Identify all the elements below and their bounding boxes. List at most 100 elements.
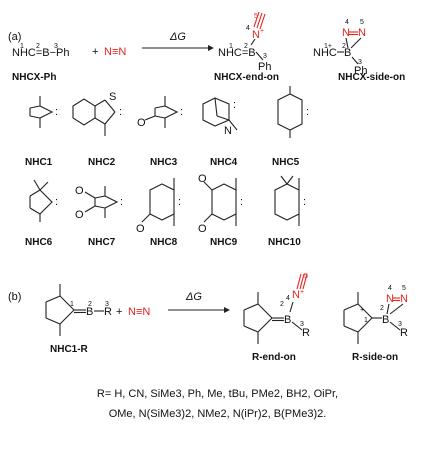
- svg-text:3: 3: [263, 53, 267, 60]
- svg-text::: :: [303, 196, 306, 208]
- svg-text:O: O: [75, 209, 84, 221]
- svg-text:O: O: [75, 185, 84, 197]
- svg-text:2: 2: [36, 43, 40, 50]
- svg-text:B: B: [382, 314, 389, 326]
- svg-text::: :: [55, 196, 58, 208]
- svg-text::: :: [233, 99, 236, 111]
- product-side-on-b-name: R-side-on: [352, 352, 398, 363]
- svg-text:+: +: [92, 46, 98, 58]
- svg-text:R: R: [400, 327, 408, 339]
- panel-a-tag: (a): [8, 31, 21, 43]
- svg-text:3: 3: [358, 59, 362, 66]
- svg-text:O: O: [137, 117, 146, 129]
- n2-a: N≡N: [104, 46, 126, 58]
- svg-text:N: N: [252, 29, 260, 41]
- svg-text:2: 2: [342, 43, 346, 50]
- svg-text:NHC: NHC: [313, 47, 337, 59]
- svg-text:5: 5: [254, 13, 258, 20]
- product-side-on-a-name: NHCX-side-on: [338, 72, 405, 83]
- svg-text::: :: [178, 196, 181, 208]
- panel-b-tag: (b): [8, 291, 21, 303]
- svg-text:5: 5: [360, 19, 364, 26]
- nhc7-label: NHC7: [88, 237, 116, 248]
- svg-text:4: 4: [345, 19, 349, 26]
- nhc1-label: NHC1: [25, 157, 53, 168]
- nhc1-structure: :: [29, 96, 58, 128]
- reactant-a-name: NHCX-Ph: [12, 72, 56, 83]
- nhc9-structure: O O :: [198, 173, 243, 235]
- svg-text:N: N: [358, 27, 366, 39]
- svg-text:N: N: [386, 293, 394, 305]
- svg-text:R: R: [104, 306, 112, 318]
- svg-text:2: 2: [244, 43, 248, 50]
- svg-text:4: 4: [246, 25, 250, 32]
- product-end-on-a-name: NHCX-end-on: [214, 72, 279, 83]
- svg-text:O: O: [198, 223, 207, 235]
- svg-text:+: +: [360, 307, 364, 314]
- reactant-b-name: NHC1-R: [50, 344, 89, 355]
- svg-text::: :: [180, 106, 183, 118]
- svg-text:N: N: [400, 293, 408, 305]
- svg-text::: :: [240, 196, 243, 208]
- product-side-on-b: + 1 2 B 4 5 N N 3 R: [343, 285, 408, 344]
- delta-g-a: ΔG: [169, 31, 186, 43]
- svg-text:O: O: [136, 223, 145, 235]
- svg-text:1: 1: [364, 317, 368, 324]
- nhc8-label: NHC8: [150, 237, 178, 248]
- svg-text:5: 5: [402, 285, 406, 292]
- svg-text:+: +: [116, 306, 122, 318]
- nhc2-label: NHC2: [88, 157, 116, 168]
- nhc9-label: NHC9: [210, 237, 238, 248]
- svg-text:2: 2: [280, 301, 284, 308]
- svg-text:3: 3: [398, 321, 402, 328]
- svg-text:1: 1: [229, 43, 233, 50]
- reactant-a-formula: NHC=B−Ph: [12, 47, 69, 59]
- svg-text:4: 4: [388, 285, 392, 292]
- reactant-a: 1 2 3 NHC=B−Ph NHCX-Ph: [12, 43, 69, 83]
- svg-text:3: 3: [105, 301, 109, 308]
- n2-b: N≡N: [128, 306, 150, 318]
- nhc4-label: NHC4: [210, 157, 238, 168]
- svg-text:R: R: [302, 327, 310, 339]
- svg-text:1: 1: [20, 43, 24, 50]
- nhc3-structure: O :: [137, 96, 183, 129]
- nhc2-structure: S :: [72, 91, 122, 136]
- nhc3-label: NHC3: [150, 157, 178, 168]
- svg-text:Ph: Ph: [354, 65, 367, 77]
- svg-text:O: O: [198, 173, 207, 185]
- nhc8-structure: O :: [136, 178, 181, 235]
- delta-g-b: ΔG: [185, 291, 202, 303]
- svg-text:4: 4: [286, 295, 290, 302]
- svg-text:N: N: [342, 27, 350, 39]
- svg-text:3: 3: [54, 43, 58, 50]
- svg-text::: :: [120, 196, 123, 208]
- svg-text:3: 3: [300, 321, 304, 328]
- nhc6-label: NHC6: [25, 237, 53, 248]
- svg-text:B: B: [86, 306, 93, 318]
- nhc6-structure: :: [29, 179, 58, 222]
- nhc10-label: NHC10: [268, 237, 301, 248]
- svg-text:B: B: [344, 47, 351, 59]
- reactant-b: 1 2 3 B R: [45, 284, 112, 336]
- svg-text::: :: [306, 106, 309, 118]
- svg-text:NHC=B: NHC=B: [218, 47, 256, 59]
- svg-text:N: N: [292, 289, 300, 301]
- svg-text:N: N: [224, 125, 232, 137]
- product-end-on-a: 5 4 N + 1 2 NHC=B 3 Ph NHCX-end-on: [214, 11, 279, 83]
- product-side-on-a: 4 5 N N 1+ 2 NHC B 3 Ph NHCX-side-on: [313, 19, 405, 83]
- svg-text:1: 1: [70, 301, 74, 308]
- svg-text:+: +: [260, 28, 264, 35]
- svg-text:2: 2: [88, 301, 92, 308]
- svg-text::: :: [55, 106, 58, 118]
- svg-text:1+: 1+: [324, 43, 332, 50]
- svg-text:Ph: Ph: [258, 61, 271, 73]
- r-groups-line-1: R= H, CN, SiMe3, Ph, Me, tBu, PMe2, BH2,…: [96, 388, 339, 400]
- svg-text:5: 5: [304, 273, 308, 280]
- nhc7-structure: O O :: [75, 185, 123, 221]
- r-groups-line-2: OMe, N(SiMe3)2, NMe2, N(iPr)2, B(PMe3)2.: [108, 408, 327, 420]
- svg-text::: :: [119, 106, 122, 118]
- nhc4-structure: N :: [202, 97, 238, 137]
- product-end-on-b: B 2 4 N + 5 3 R: [243, 273, 310, 344]
- svg-text:2: 2: [380, 305, 384, 312]
